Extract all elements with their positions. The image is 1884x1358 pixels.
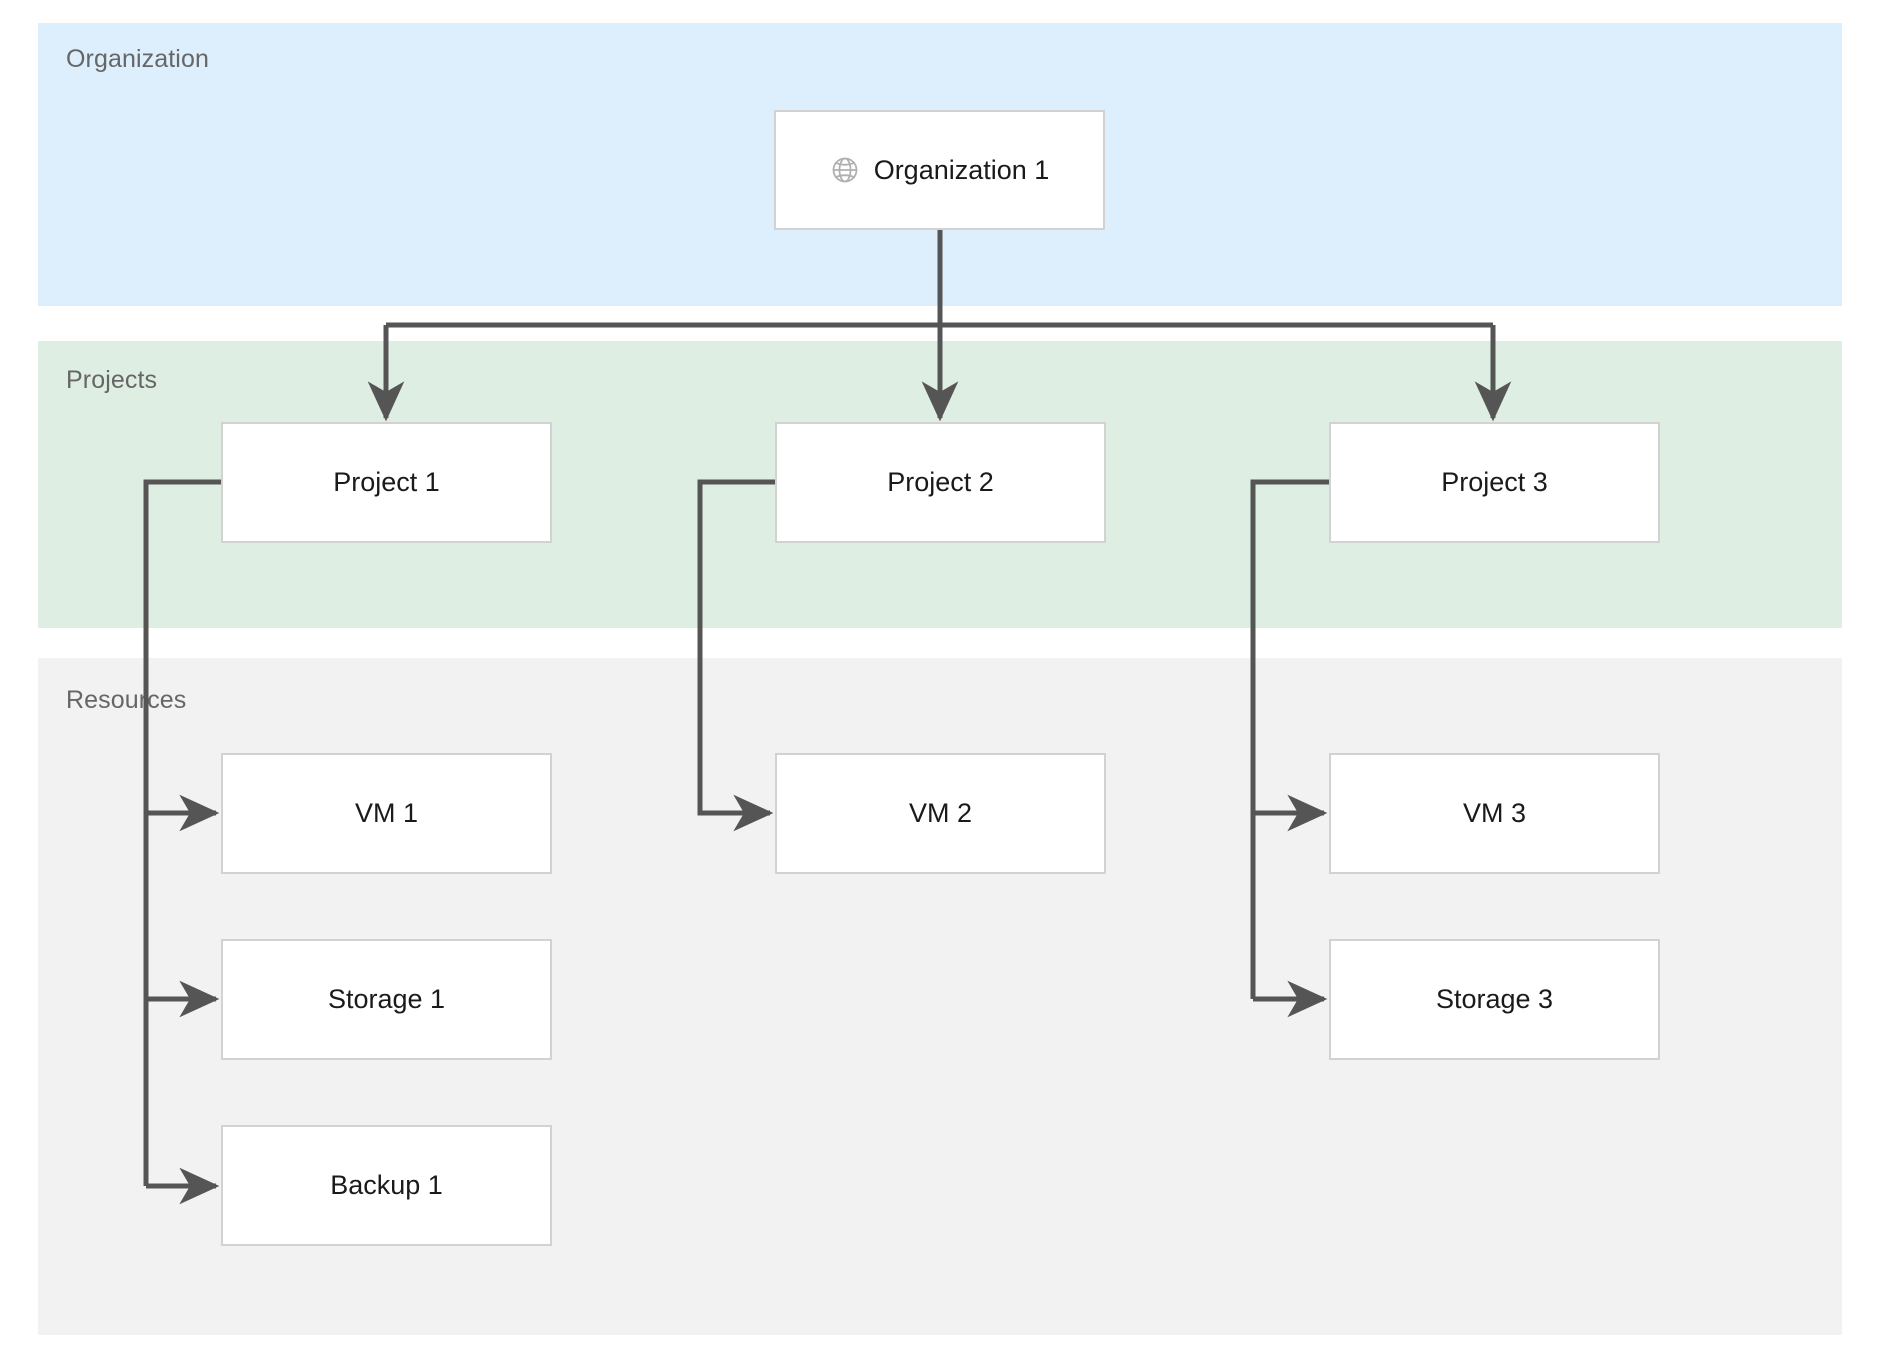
node-project-2[interactable]: Project 2 <box>775 422 1106 543</box>
node-label-vm-2: VM 2 <box>908 798 973 828</box>
node-label-project-3: Project 3 <box>1441 467 1548 497</box>
globe-icon <box>830 155 860 185</box>
node-backup-1[interactable]: Backup 1 <box>221 1125 552 1246</box>
node-vm-3[interactable]: VM 3 <box>1329 753 1660 874</box>
node-project-3[interactable]: Project 3 <box>1329 422 1660 543</box>
node-label-storage-1: Storage 1 <box>327 984 446 1014</box>
node-organization-1[interactable]: Organization 1 <box>774 110 1105 230</box>
swimlane-label-resources: Resources <box>66 686 187 714</box>
node-label-vm-1: VM 1 <box>354 798 419 828</box>
node-storage-3[interactable]: Storage 3 <box>1329 939 1660 1060</box>
node-vm-1[interactable]: VM 1 <box>221 753 552 874</box>
swimlane-label-projects: Projects <box>66 366 158 394</box>
swimlane-label-organization: Organization <box>66 45 209 73</box>
node-label-project-1: Project 1 <box>333 467 440 497</box>
node-label-storage-3: Storage 3 <box>1435 984 1554 1014</box>
node-label-backup-1: Backup 1 <box>330 1170 443 1200</box>
node-label-vm-3: VM 3 <box>1462 798 1527 828</box>
node-label-project-2: Project 2 <box>887 467 994 497</box>
node-vm-2[interactable]: VM 2 <box>775 753 1106 874</box>
node-label-organization-1: Organization 1 <box>873 154 1050 185</box>
node-project-1[interactable]: Project 1 <box>221 422 552 543</box>
node-storage-1[interactable]: Storage 1 <box>221 939 552 1060</box>
